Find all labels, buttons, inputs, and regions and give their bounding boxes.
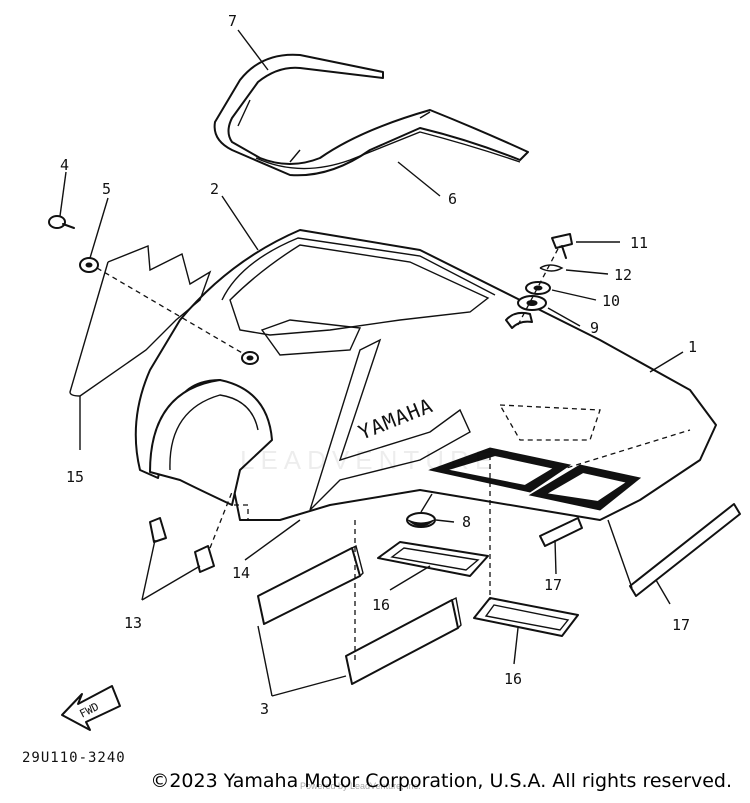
callout-11: 11 [630,234,648,252]
callout-17-long: 17 [672,616,690,634]
part-11-screw [551,233,573,259]
part-9-grommet [517,295,547,311]
pad-mount-outline [234,504,249,520]
part-3-strip-upper [257,544,364,625]
part-13-pad-a [149,517,167,543]
part-6-handle-trim [255,131,521,170]
grommet [241,351,259,365]
part-4-bolt [48,215,75,229]
callout-2: 2 [210,180,219,198]
callout-3: 3 [260,700,269,718]
leader-lines [59,29,684,697]
part-9-mount-hook [505,311,533,329]
callout-1: 1 [688,338,697,356]
callout-8: 8 [462,513,471,531]
part-12-clip [539,264,564,272]
callout-10: 10 [602,292,620,310]
callout-15: 15 [66,468,84,486]
copyright-footer: ©2023 Yamaha Motor Corporation, U.S.A. A… [0,770,750,792]
callout-17-short: 17 [544,576,562,594]
part-1-body-cowl: YAMAHA [134,229,717,521]
callout-16-lower: 16 [504,670,522,688]
part-16-plate-lower [473,597,579,637]
callout-6: 6 [448,190,457,208]
callout-12: 12 [614,266,632,284]
part-16-plate-upper [377,541,489,577]
forward-arrow-icon: FWD [61,685,121,731]
part-17-bar-short [539,517,583,547]
callout-4: 4 [60,156,69,174]
part-3-strip-lower [345,596,462,685]
part-7-handle-bar [213,53,529,177]
callout-16-upper: 16 [372,596,390,614]
sub-credit: Powered by LeadVenture, Inc. [300,781,421,791]
callout-7: 7 [228,12,237,30]
watermark: LEADVENTURE [240,445,499,475]
bar-mount-line [607,519,633,589]
part-5-washer [79,257,99,273]
part-2-inner-panel [221,237,496,301]
callout-13: 13 [124,614,142,632]
callout-14: 14 [232,564,250,582]
callout-5: 5 [102,180,111,198]
callout-9: 9 [590,319,599,337]
drawing-code: 29U110-3240 [22,750,126,766]
assembly-line-fasteners [517,244,561,326]
part-17-bar-long [629,503,741,597]
copyright-text: ©2023 Yamaha Motor Corporation, U.S.A. A… [150,770,732,792]
assembly-line-pad [209,491,233,549]
part-13-pad-b [194,545,215,573]
assembly-line-washer [96,267,245,355]
part-8-plug [406,493,436,528]
part-10-nut [525,281,551,295]
callout-numbers: 7 6 2 4 5 11 12 10 9 1 8 15 14 13 3 16 1… [60,12,697,718]
